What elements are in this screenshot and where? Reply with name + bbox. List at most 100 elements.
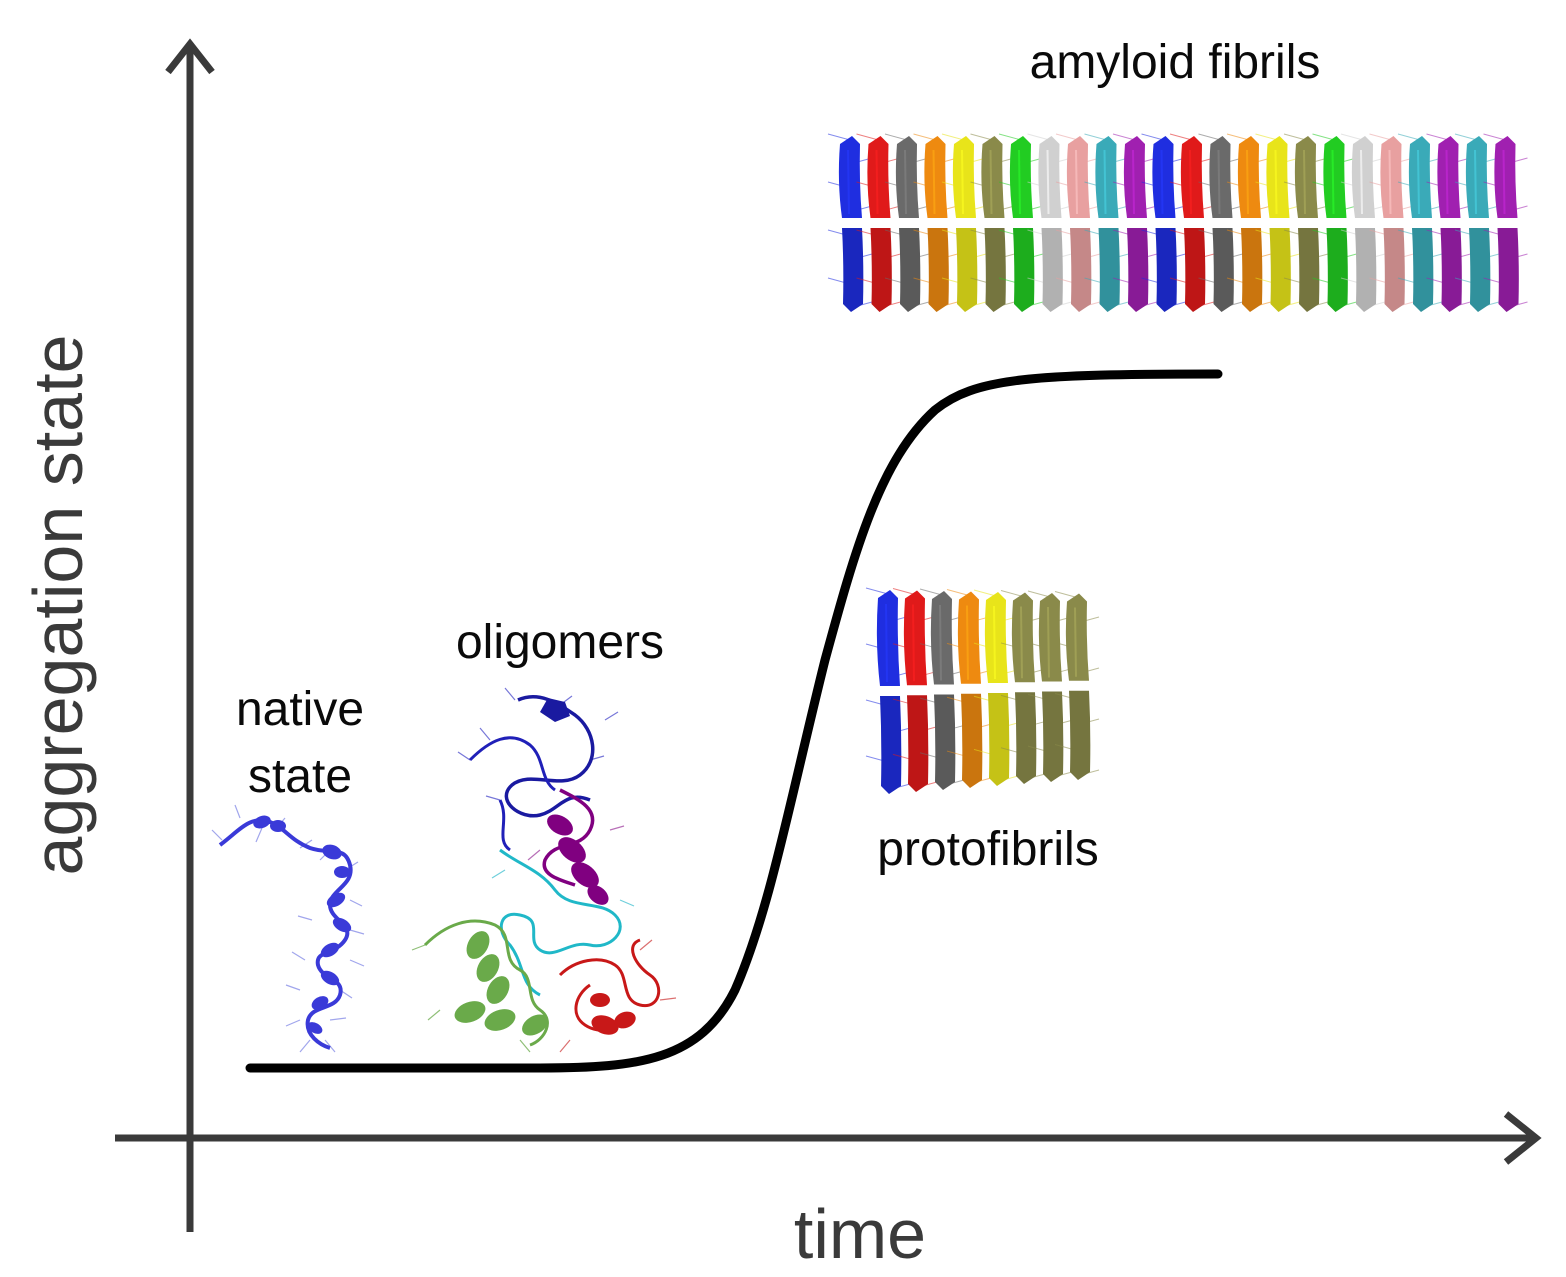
fibril-strand [1255, 133, 1300, 312]
protofibril-strand-highlight [885, 603, 888, 683]
fibril-strand-highlight [1303, 149, 1306, 215]
protofibril-strand-upper [984, 592, 1008, 683]
fibril-strand [1226, 133, 1272, 312]
protofibril-strand-lower [1042, 691, 1064, 782]
protofibril-strand [865, 587, 911, 794]
protofibril-strand-lower [961, 693, 983, 788]
fibril-strand-lower [1184, 228, 1206, 312]
protofibril-strand-highlight [912, 604, 915, 682]
protofibril-strand [1054, 591, 1100, 780]
amyloid-fibrils-label: amyloid fibrils [1030, 36, 1321, 89]
fibril-strand [998, 133, 1044, 312]
fibril-strand-lower [1383, 228, 1405, 312]
fibril-strand [1169, 133, 1215, 312]
fibril-strand-upper [867, 136, 891, 218]
fibril-strand [1483, 133, 1528, 312]
fibril-strand-highlight [961, 149, 964, 215]
fibril-strand [827, 133, 873, 312]
fibril-strand-lower [1155, 228, 1177, 312]
fibril-strand [1312, 133, 1357, 312]
y-axis-arrowhead [165, 38, 215, 75]
protofibril-strand-highlight [1047, 606, 1050, 678]
protofibril-strand-upper [903, 590, 927, 686]
protofibril-strand-upper [957, 591, 981, 684]
fibril-strand-highlight [1274, 149, 1278, 215]
fibril-strand [1283, 133, 1329, 312]
x-axis-label: time [794, 1195, 926, 1273]
protofibril-strand-highlight [939, 604, 942, 681]
fibril-strand-upper [981, 136, 1005, 218]
fibril-strand-highlight [847, 149, 850, 215]
fibril-strand-upper [1095, 136, 1119, 218]
fibril-strand-lower [899, 228, 921, 312]
fibril-strand [1112, 133, 1158, 312]
fibril-strand-highlight [875, 149, 879, 215]
fibril-strand-upper [1038, 136, 1062, 218]
fibril-strand [913, 133, 958, 312]
protofibril-strand [1027, 590, 1073, 782]
fibril-strand [1198, 133, 1243, 312]
fibril-strand [1454, 133, 1500, 312]
fibril-strand-upper [1408, 136, 1432, 218]
fibril-strand-lower [1041, 228, 1063, 312]
protofibril-strand-lower [988, 693, 1010, 786]
fibril-strand [941, 133, 987, 312]
fibril-strand-highlight [1046, 149, 1050, 215]
fibril-strand-lower [1469, 228, 1491, 312]
amyloid-fibrils-structure [827, 133, 1528, 312]
fibril-strand-lower [1298, 228, 1320, 312]
fibril-strand-highlight [1474, 149, 1477, 215]
fibril-strand-highlight [1502, 149, 1506, 215]
fibril-strand-lower [984, 228, 1006, 312]
axes [115, 38, 1542, 1232]
protofibril-strand-lower [880, 696, 902, 794]
fibril-strand-upper [1294, 136, 1318, 218]
protofibril-strand-lower [934, 694, 956, 790]
fibril-strand-highlight [1103, 149, 1107, 215]
fibril-strand-upper [1380, 136, 1404, 218]
protofibril-strand-lower [1069, 690, 1091, 780]
protofibril-strand-lower [1015, 692, 1037, 784]
fibril-strand-lower [870, 228, 892, 312]
native-state-label-line2: state [248, 750, 352, 803]
fibril-strand [1426, 133, 1471, 312]
fibril-strand-lower [927, 228, 949, 312]
protofibril-strand-highlight [993, 605, 996, 680]
fibril-strand-upper [1465, 136, 1489, 218]
protofibril-strand-upper [930, 591, 954, 685]
protofibril-strand-upper [1011, 592, 1035, 683]
protofibril-strand [946, 589, 992, 788]
fibril-strand-highlight [1360, 149, 1363, 215]
fibril-strand-lower [842, 228, 864, 312]
fibril-strand-upper [1351, 136, 1375, 218]
protofibril-strand [1000, 590, 1046, 784]
fibril-strand-lower [1212, 228, 1234, 312]
fibril-strand [1340, 133, 1386, 312]
protofibril-strand-upper [1065, 593, 1089, 681]
protofibrils-structure [865, 587, 1100, 794]
fibril-strand-upper [1323, 136, 1347, 218]
protofibril-strand-highlight [1020, 606, 1023, 679]
fibril-strand-highlight [932, 149, 936, 215]
protofibril-strand-lower [907, 695, 929, 792]
fibril-strand-lower [1269, 228, 1291, 312]
fibril-strand-upper [952, 136, 976, 218]
fibril-strand-upper [1123, 136, 1147, 218]
fibril-strand-lower [1412, 228, 1434, 312]
fibril-strand-upper [1437, 136, 1461, 218]
oligomers-structure [411, 687, 677, 1053]
fibril-strand-lower [1127, 228, 1149, 312]
fibril-strand-lower [1013, 228, 1035, 312]
protofibril-strand [892, 588, 938, 792]
fibril-strand-highlight [1075, 149, 1078, 215]
fibril-strand [1369, 133, 1414, 312]
fibril-strand-lower [1440, 228, 1462, 312]
fibril-strand-upper [1009, 136, 1033, 218]
native-state-label-line1: native [236, 683, 364, 736]
fibril-strand-upper [1209, 136, 1233, 218]
fibril-strand-highlight [1388, 149, 1392, 215]
oligomers-label: oligomers [456, 616, 664, 669]
fibril-strand [1141, 133, 1186, 312]
native-state-structure [211, 804, 365, 1053]
fibril-strand-highlight [1160, 149, 1164, 215]
